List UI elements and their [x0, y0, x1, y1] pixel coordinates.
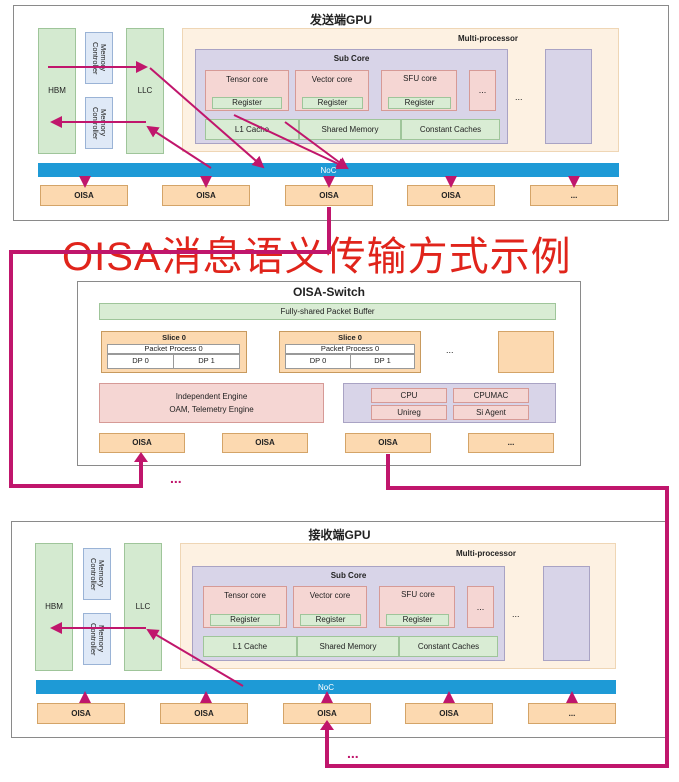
switch-slice-n	[498, 331, 554, 373]
sender-tensor-core-label: Tensor core	[226, 75, 268, 84]
switch-slice-0a-dp1: DP 1	[173, 354, 240, 369]
receiver-sfu-core: SFU core Register	[379, 586, 455, 628]
sender-sfu-core: SFU core Register	[381, 70, 457, 111]
sender-memory-controller-top: Memory Controller	[85, 32, 113, 84]
sender-vector-core: Vector core Register	[295, 70, 369, 111]
sender-arrow-llc-to-noc	[149, 67, 265, 169]
receiver-arrow-noc-to-llc	[146, 628, 244, 687]
sender-vector-core-label: Vector core	[311, 75, 353, 84]
switch-slice-0b: Slice 0 Packet Process 0 DP 0 DP 1	[279, 331, 421, 373]
link-arrowhead-receiver	[320, 720, 334, 730]
switch-oisa-more: ...	[468, 433, 554, 453]
receiver-oisa-4: OISA	[405, 703, 493, 724]
switch-si-agent: Si Agent	[453, 405, 529, 420]
sender-constant-caches: Constant Caches	[401, 119, 500, 140]
receiver-llc: LLC	[124, 543, 162, 671]
receiver-memory-controller-bottom: Memory Controller	[83, 613, 111, 665]
sender-shared-memory: Shared Memory	[299, 119, 401, 140]
sender-arrow-register-to-noc	[233, 114, 349, 170]
sender-vector-register: Register	[302, 97, 363, 109]
receiver-more-subcores: ...	[512, 609, 520, 619]
sender-hbm: HBM	[38, 28, 76, 154]
receiver-multiprocessor-label: Multi-processor	[456, 549, 517, 558]
sender-more-subcores: ...	[515, 92, 523, 102]
switch-title: OISA-Switch	[292, 285, 365, 299]
sender-gpu-title: 发送端GPU	[309, 13, 372, 27]
receiver-oisa-more: ...	[528, 703, 616, 724]
switch-slice-0b-dp1: DP 1	[350, 354, 415, 369]
switch-oisa-2: OISA	[222, 433, 308, 453]
switch-slice-0a-dp0: DP 0	[107, 354, 174, 369]
receiver-oisa-2: OISA	[160, 703, 248, 724]
receiver-gpu-title: 接收端GPU	[308, 528, 371, 542]
sender-more-cores: ...	[469, 70, 496, 111]
switch-more-slices: ...	[446, 345, 454, 355]
switch-slice-0a-packet: Packet Process 0	[107, 344, 240, 354]
receiver-subcore-label: Sub Core	[330, 571, 367, 580]
switch-engine-line2: OAM, Telemetry Engine	[169, 405, 254, 414]
switch-oisa-1: OISA	[99, 433, 185, 453]
receiver-subcore-2	[543, 566, 590, 661]
receiver-oisa-1: OISA	[37, 703, 125, 724]
switch-slice-0b-dp0: DP 0	[285, 354, 351, 369]
link-arrowhead-switch	[134, 452, 148, 462]
receiver-constant-caches: Constant Caches	[399, 636, 498, 657]
link-dots-switch: ...	[170, 470, 182, 486]
receiver-memory-controller-top: Memory Controller	[83, 548, 111, 600]
link-switch-to-receiver	[325, 454, 669, 768]
receiver-noc: NoC	[36, 680, 616, 694]
receiver-shared-memory: Shared Memory	[297, 636, 399, 657]
sender-subcore-2	[545, 49, 592, 144]
receiver-vector-core: Vector core Register	[293, 586, 367, 628]
receiver-hbm: HBM	[35, 543, 73, 671]
sender-arrow-noc-to-llc	[146, 125, 212, 169]
receiver-vector-register: Register	[300, 614, 361, 626]
switch-slice-0b-label: Slice 0	[338, 333, 362, 342]
sender-tensor-register: Register	[212, 97, 282, 109]
switch-cpumac: CPUMAC	[453, 388, 529, 403]
receiver-more-cores: ...	[467, 586, 494, 628]
receiver-tensor-core: Tensor core Register	[203, 586, 287, 628]
receiver-sfu-register: Register	[386, 614, 449, 626]
receiver-tensor-core-label: Tensor core	[224, 591, 266, 600]
receiver-vector-core-label: Vector core	[309, 591, 351, 600]
switch-independent-engine: Independent Engine OAM, Telemetry Engine	[99, 383, 324, 423]
receiver-l1-cache: L1 Cache	[203, 636, 297, 657]
switch-slice-0a: Slice 0 Packet Process 0 DP 0 DP 1	[101, 331, 247, 373]
receiver-tensor-register: Register	[210, 614, 280, 626]
link-dots-receiver: ...	[347, 745, 359, 761]
switch-unireg: Unireg	[371, 405, 447, 420]
sender-arrow-cache-to-noc	[284, 121, 349, 170]
switch-engine-line1: Independent Engine	[175, 392, 248, 401]
sender-noc: NoC	[38, 163, 619, 177]
receiver-sfu-core-label: SFU core	[401, 590, 435, 599]
link-sender-to-switch	[9, 207, 331, 488]
sender-subcore-label: Sub Core	[333, 54, 370, 63]
sender-tensor-core: Tensor core Register	[205, 70, 289, 111]
sender-sfu-core-label: SFU core	[403, 74, 437, 83]
switch-oisa-3: OISA	[345, 433, 431, 453]
switch-cpu: CPU	[371, 388, 447, 403]
banner-title: OISA消息语义传输方式示例	[62, 235, 572, 279]
switch-slice-0a-label: Slice 0	[162, 333, 186, 342]
sender-multiprocessor-label: Multi-processor	[458, 34, 519, 43]
sender-sfu-register: Register	[388, 97, 451, 109]
switch-packet-buffer: Fully-shared Packet Buffer	[99, 303, 556, 320]
switch-slice-0b-packet: Packet Process 0	[285, 344, 415, 354]
